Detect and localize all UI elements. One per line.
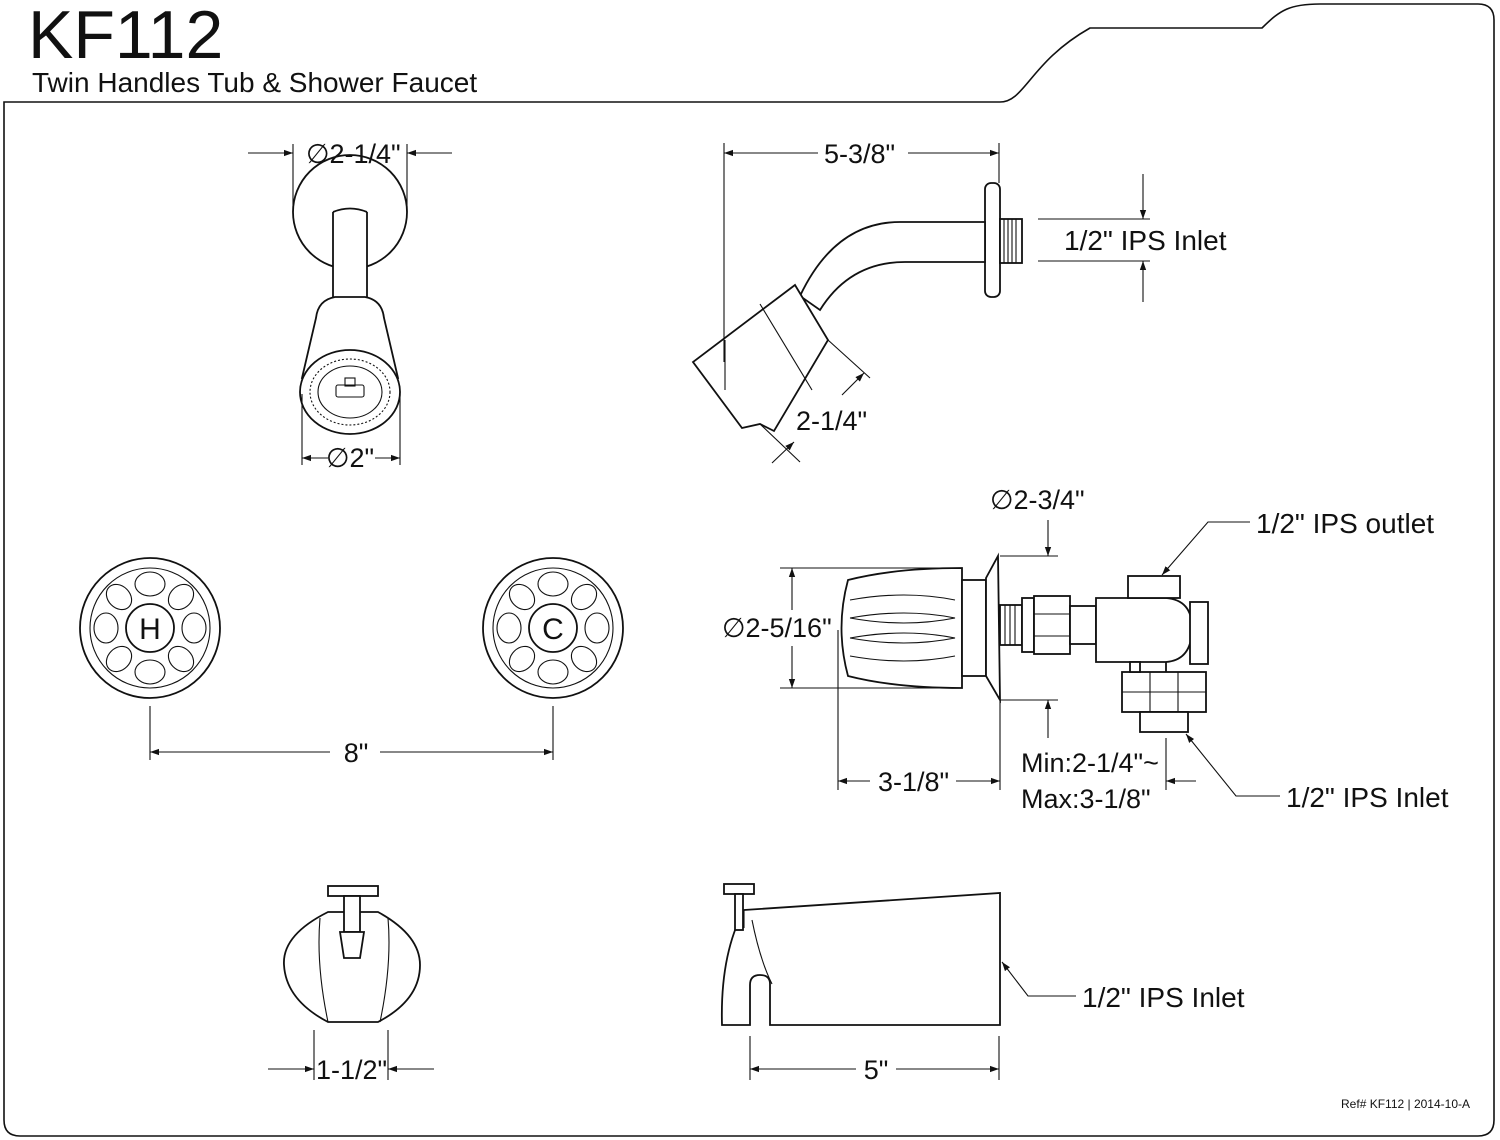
tub-spout-side-view (720, 883, 1001, 1026)
valve-outlet-label: 1/2" IPS outlet (1256, 508, 1434, 539)
outlet-leader (1161, 521, 1250, 576)
rough-in-max: Max:3-1/8" (1021, 784, 1151, 814)
page-frame (3, 3, 1495, 1137)
shower-arm-side-view (691, 182, 1023, 433)
shower-flange-diameter: ∅2-1/4" (306, 139, 401, 169)
shower-arm-length: 5-3/8" (824, 139, 895, 169)
shower-head-diameter-side: 2-1/4" (796, 406, 867, 436)
dim-arrow (771, 441, 795, 464)
spout-width: 1-1/2" (316, 1055, 387, 1085)
hot-handle-letter: H (139, 613, 161, 646)
valve-handle-diameter: ∅2-5/16" (722, 613, 832, 643)
model-number: KF112 (28, 0, 223, 73)
valve-inlet-label: 1/2" IPS Inlet (1286, 782, 1449, 813)
dim-arrow (841, 372, 865, 396)
product-subtitle: Twin Handles Tub & Shower Faucet (32, 67, 477, 98)
spout-length: 5" (864, 1055, 889, 1085)
dim-ext-line (759, 423, 801, 463)
cold-handle (482, 557, 624, 699)
cold-handle-letter: C (542, 613, 564, 646)
drawing-reference: Ref# KF112 | 2014-10-A (1341, 1097, 1470, 1111)
dim-ext-line (827, 339, 871, 379)
shower-arm-inlet: 1/2" IPS Inlet (1064, 225, 1227, 256)
spout-inlet-label: 1/2" IPS Inlet (1082, 982, 1245, 1013)
tub-spout-front-view (283, 885, 421, 1023)
inlet-leader (1185, 733, 1280, 797)
handle-spread: 8" (344, 738, 369, 768)
valve-handle-depth: 3-1/8" (878, 767, 949, 797)
shower-head-diameter: ∅2" (326, 443, 374, 473)
rough-in-min: Min:2-1/4"~ (1021, 748, 1159, 778)
spout-inlet-leader (1001, 961, 1076, 997)
valve-side-view (840, 552, 1209, 733)
hot-handle (79, 557, 221, 699)
showerhead-front-view (292, 154, 408, 435)
valve-flange-diameter: ∅2-3/4" (990, 485, 1085, 515)
